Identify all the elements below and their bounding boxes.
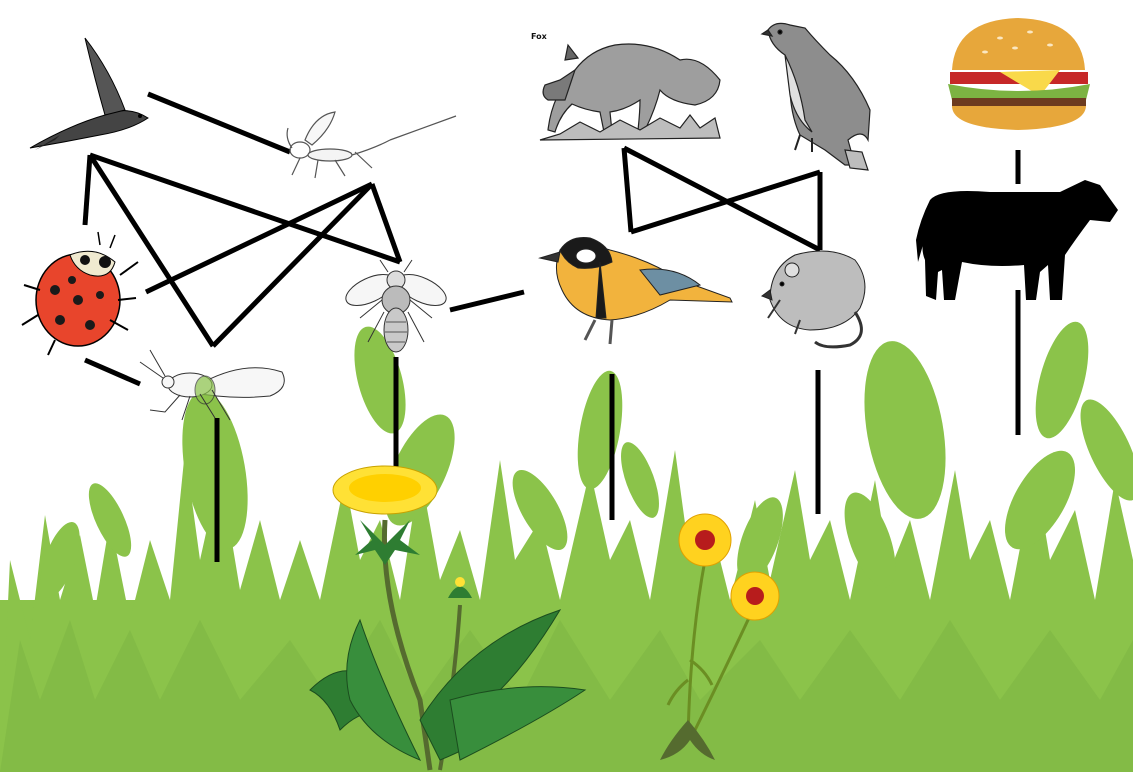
fox-icon (540, 44, 720, 140)
link-ladybird-aphid (85, 360, 140, 384)
hawk-icon (762, 23, 870, 170)
swallow-icon (30, 38, 148, 150)
mouse-icon (762, 251, 865, 347)
link-wasp-bee (372, 184, 400, 262)
link-swallow-wasp (148, 94, 290, 152)
link-fox-mouse (624, 148, 820, 250)
link-fox-greattit (624, 148, 631, 232)
great-tit-icon (540, 238, 732, 345)
wasp-icon (287, 112, 456, 178)
burger-icon (948, 18, 1090, 130)
fox-caption: Fox (531, 32, 548, 41)
link-swallow-ladybird (85, 155, 90, 225)
ladybird-icon (22, 232, 138, 355)
cow-icon (916, 180, 1118, 300)
link-bee-greattit (450, 292, 524, 310)
